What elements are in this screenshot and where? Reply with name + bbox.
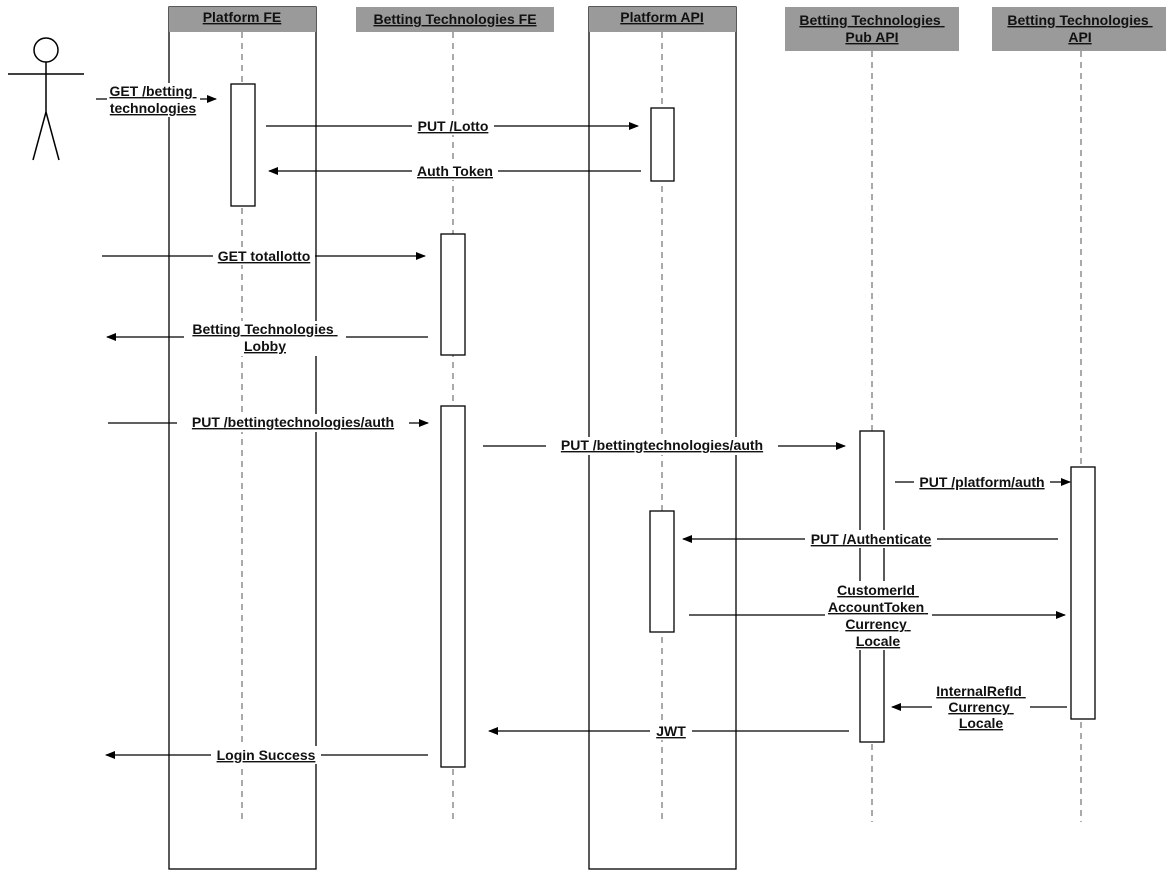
message-label-customer-details: CustomerId AccountToken Currency Locale [828, 582, 928, 649]
header-box-betting-technologies-api [992, 7, 1166, 51]
participant-label-platform-api: Platform API [620, 9, 704, 25]
message-label-jwt: JWT [656, 723, 686, 739]
message-label-put-platform-auth: PUT /platform/auth [919, 474, 1044, 490]
participant-label-platform-fe: Platform FE [203, 9, 282, 25]
header-box-platform-api [589, 7, 736, 32]
actor-head [33, 37, 59, 63]
participant-label-betting-technologies-api: Betting Technologies API [1007, 12, 1152, 45]
header-box-betting-technologies-pub-api [785, 7, 959, 51]
message-label-put-bt-auth-1: PUT /bettingtechnologies/auth [192, 414, 394, 430]
message-label-put-lotto: PUT /Lotto [418, 118, 489, 134]
message-label-betting-technologies-lobby: Betting Technologies Lobby [192, 321, 337, 354]
header-box-betting-technologies-fe [356, 7, 554, 32]
activation-platform-fe [230, 83, 256, 207]
actor-figure [8, 37, 84, 161]
actor-left-leg [32, 111, 47, 161]
activation-betting-technologies-fe-1 [440, 233, 466, 356]
activation-platform-api-1 [650, 107, 675, 182]
message-label-auth-token: Auth Token [417, 163, 493, 179]
message-label-internal-ref: InternalRefId Currency Locale [936, 683, 1025, 731]
activation-betting-technologies-api [1070, 466, 1096, 720]
activation-platform-api-2 [649, 510, 675, 633]
message-label-get-totallotto: GET totallotto [218, 248, 311, 264]
participant-label-betting-technologies-fe: Betting Technologies FE [373, 11, 536, 27]
message-label-put-authenticate: PUT /Authenticate [811, 531, 932, 547]
message-label-put-bt-auth-2: PUT /bettingtechnologies/auth [561, 437, 763, 453]
message-label-login-success: Login Success [217, 747, 316, 763]
message-label-get-betting-technologies: GET /betting technologies [109, 83, 196, 116]
activation-betting-technologies-fe-2 [440, 405, 466, 768]
participant-label-betting-technologies-pub-api: Betting Technologies Pub API [799, 12, 944, 45]
actor-right-leg [45, 111, 60, 161]
header-box-platform-fe [169, 7, 316, 32]
